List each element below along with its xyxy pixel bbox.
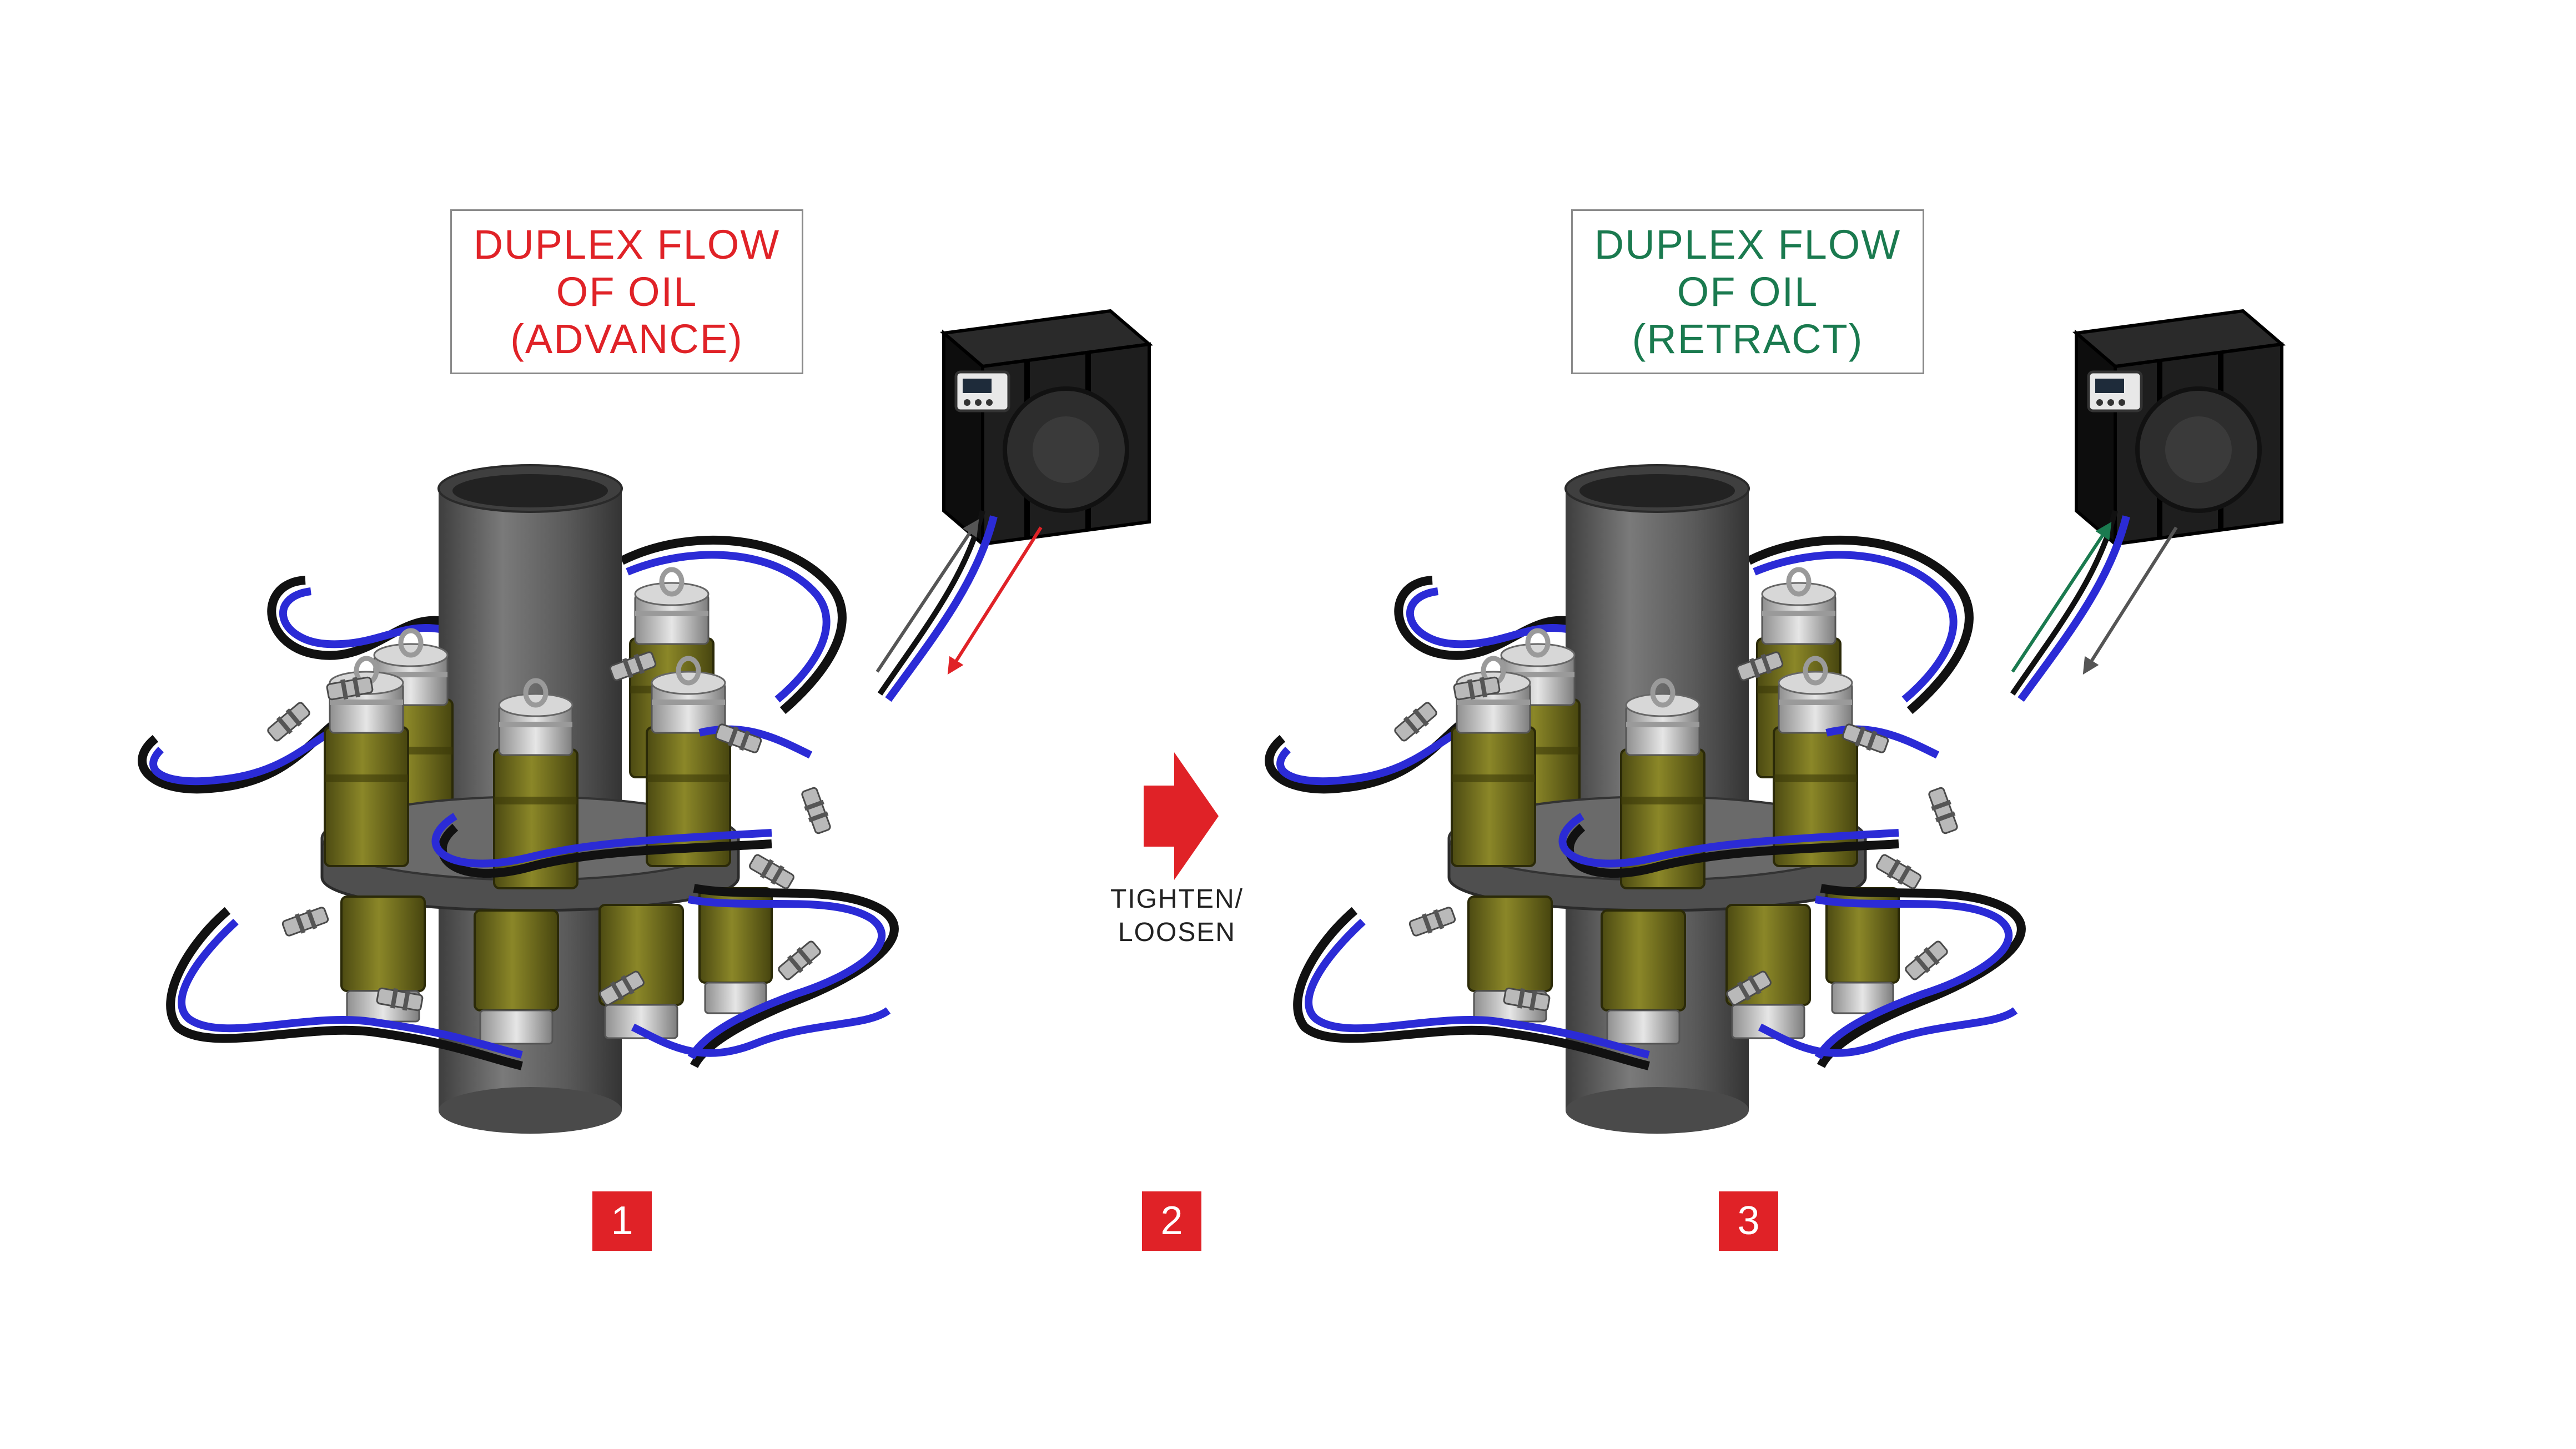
pump-hose-retract <box>2017 515 2130 702</box>
supply-arrow-advance <box>876 519 979 673</box>
title-advance-line-1: DUPLEX FLOW <box>473 222 781 268</box>
pump-advance <box>944 311 1149 544</box>
step-badge-3: 3 <box>1719 1191 1778 1251</box>
title-retract-line-1: DUPLEX FLOW <box>1594 222 1901 268</box>
step-badge-2: 2 <box>1142 1191 1201 1251</box>
operation-label-line-1: TIGHTEN/ <box>1110 884 1244 914</box>
title-box-retract: DUPLEX FLOW OF OIL (RETRACT) <box>1571 209 1924 374</box>
title-advance-line-2: OF OIL <box>556 269 698 315</box>
title-advance-line-3: (ADVANCE) <box>510 316 743 362</box>
return-arrow-retract <box>2082 526 2178 675</box>
operation-label-line-2: LOOSEN <box>1118 918 1236 947</box>
assembly-advance <box>142 465 894 1134</box>
return-arrow-advance <box>947 526 1043 675</box>
step-arrow-icon <box>1144 752 1219 880</box>
pump-hose-advance <box>885 515 998 702</box>
operation-label: TIGHTEN/ LOOSEN <box>1094 883 1260 949</box>
title-box-advance: DUPLEX FLOW OF OIL (ADVANCE) <box>450 209 803 374</box>
title-retract-line-2: OF OIL <box>1677 269 1819 315</box>
step-badge-1: 1 <box>592 1191 652 1251</box>
supply-arrow-retract <box>2011 521 2112 673</box>
pump-retract <box>2076 311 2282 544</box>
assembly-retract <box>1269 465 2021 1134</box>
title-retract-line-3: (RETRACT) <box>1632 316 1864 362</box>
